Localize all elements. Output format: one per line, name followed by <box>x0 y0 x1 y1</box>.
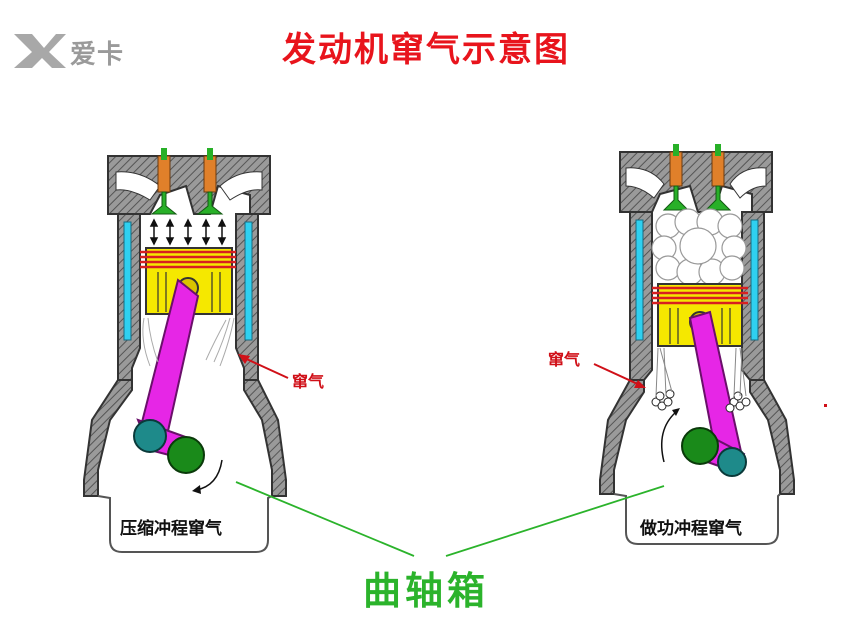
brand-logo: 爱卡 <box>10 28 180 70</box>
left-engine <box>83 148 289 553</box>
left-blowby-gas <box>142 317 235 367</box>
right-engine <box>593 144 827 545</box>
left-blowby-label: 窜气 <box>292 372 325 391</box>
right-blowby-particles <box>651 389 751 413</box>
right-stroke-label: 做功冲程窜气 <box>640 519 742 539</box>
left-compression-arrows <box>149 218 227 246</box>
left-coolant-channel-l <box>123 221 132 341</box>
crankcase-label: 曲轴箱 <box>362 569 489 613</box>
logo-text: 爱卡 <box>70 40 125 70</box>
right-blowby-label: 窜气 <box>548 350 581 369</box>
left-piston-rings <box>140 250 236 269</box>
left-coolant-channel-r <box>244 221 253 341</box>
right-combustion-cloud <box>651 208 747 286</box>
diagram-title: 发动机窜气示意图 <box>282 30 570 70</box>
crankcase-pointer-lines <box>235 481 665 557</box>
left-stroke-label: 压缩冲程窜气 <box>120 519 222 539</box>
xcar-x-icon <box>14 34 66 68</box>
